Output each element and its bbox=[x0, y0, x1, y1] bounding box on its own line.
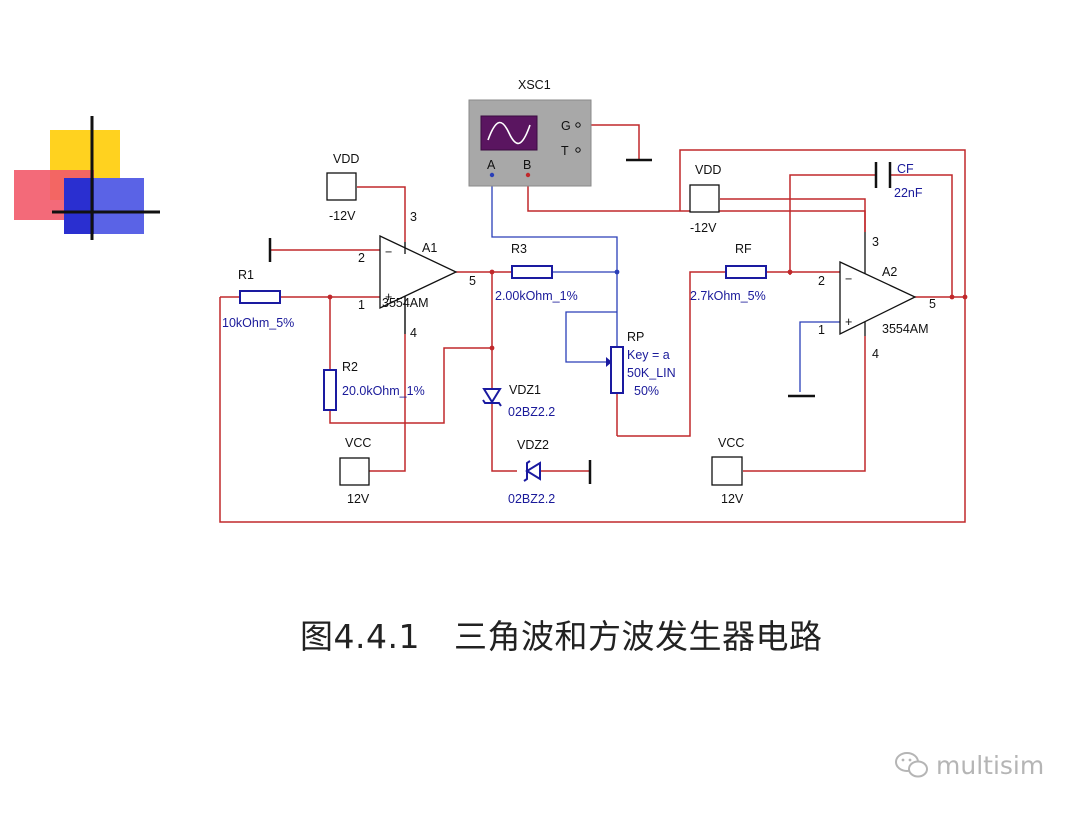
pin-label: 3 bbox=[872, 235, 879, 249]
pin-label: 2 bbox=[358, 251, 365, 265]
scope-pin-t: T bbox=[561, 144, 569, 158]
pin-label: 1 bbox=[358, 298, 365, 312]
supply-name: VCC bbox=[345, 436, 371, 450]
scope-pin-g: G bbox=[561, 119, 571, 133]
component-value: 50K_LIN bbox=[627, 366, 676, 380]
zener-vdz1[interactable]: VDZ1 02BZ2.2 bbox=[482, 383, 555, 419]
component-name: R2 bbox=[342, 360, 358, 374]
caption-title: 三角波和方波发生器电路 bbox=[453, 617, 823, 656]
resistor-r2[interactable]: R2 20.0kOhm_1% bbox=[323, 360, 425, 411]
opamp-name: A1 bbox=[422, 241, 437, 255]
pin-label: 2 bbox=[818, 274, 825, 288]
wires-red bbox=[219, 124, 966, 523]
supply-vdd-right[interactable]: VDD -12V bbox=[689, 163, 721, 235]
opamp-minus-sign: − bbox=[845, 272, 852, 286]
opamp-a2[interactable]: − + A2 3554AM 2 1 3 4 5 bbox=[818, 232, 936, 361]
sine-wave-icon bbox=[487, 121, 531, 145]
resistor-rf[interactable]: RF 2.7kOhm_5% bbox=[690, 242, 767, 303]
supply-value: -12V bbox=[329, 209, 356, 223]
resistor-r3[interactable]: R3 2.00kOhm_1% bbox=[495, 242, 578, 303]
ground-symbols bbox=[268, 158, 652, 484]
opamp-model: 3554AM bbox=[382, 296, 429, 310]
component-value: 22nF bbox=[894, 186, 923, 200]
component-value: 10kOhm_5% bbox=[222, 316, 294, 330]
junction-dots-blue bbox=[614, 269, 620, 275]
component-name: R3 bbox=[511, 242, 527, 256]
supply-name: VDD bbox=[333, 152, 359, 166]
component-value: 02BZ2.2 bbox=[508, 405, 555, 419]
component-name: RP bbox=[627, 330, 644, 344]
scope-pin-b: B bbox=[523, 158, 531, 172]
component-value: 2.7kOhm_5% bbox=[690, 289, 766, 303]
scope-name: XSC1 bbox=[518, 78, 551, 92]
opamp-name: A2 bbox=[882, 265, 897, 279]
zener-vdz2[interactable]: VDZ2 02BZ2.2 bbox=[508, 438, 555, 506]
oscilloscope[interactable]: XSC1 G T A B bbox=[468, 78, 592, 187]
component-name: CF bbox=[897, 162, 914, 176]
component-percent: 50% bbox=[634, 384, 659, 398]
pin-label: 1 bbox=[818, 323, 825, 337]
watermark: multisim bbox=[894, 750, 1044, 780]
opamp-a1[interactable]: − + A1 3554AM 2 1 3 4 5 bbox=[358, 210, 476, 340]
supply-value: 12V bbox=[721, 492, 744, 506]
wires-blue bbox=[491, 176, 840, 398]
opamp-plus-sign: + bbox=[845, 315, 852, 329]
component-value: 02BZ2.2 bbox=[508, 492, 555, 506]
figure-caption: 图4.4.1 三角波和方波发生器电路 bbox=[300, 610, 822, 658]
opamp-minus-sign: − bbox=[385, 245, 392, 259]
pin-label: 3 bbox=[410, 210, 417, 224]
pin-label: 4 bbox=[872, 347, 879, 361]
junction-dots bbox=[327, 269, 968, 351]
supply-vdd-left[interactable]: VDD -12V bbox=[326, 152, 359, 223]
slide-ornament bbox=[14, 116, 160, 240]
scope-t-terminal[interactable] bbox=[575, 147, 581, 153]
scope-a-terminal[interactable] bbox=[489, 172, 495, 178]
caption-figure-number: 图4.4.1 bbox=[300, 617, 420, 656]
chat-bubble-icon bbox=[895, 752, 928, 778]
resistor-r1[interactable]: R1 10kOhm_5% bbox=[222, 268, 294, 330]
opamp-model: 3554AM bbox=[882, 322, 929, 336]
component-name: RF bbox=[735, 242, 752, 256]
supply-vcc-left[interactable]: VCC 12V bbox=[339, 436, 371, 506]
potentiometer-rp[interactable]: RP Key = a 50K_LIN 50% bbox=[606, 330, 676, 398]
supply-value: -12V bbox=[690, 221, 717, 235]
supply-vcc-right[interactable]: VCC 12V bbox=[711, 436, 744, 506]
supply-value: 12V bbox=[347, 492, 370, 506]
component-key: Key = a bbox=[627, 348, 670, 362]
component-value: 2.00kOhm_1% bbox=[495, 289, 578, 303]
pin-label: 5 bbox=[929, 297, 936, 311]
watermark-text: multisim bbox=[936, 750, 1045, 780]
pin-label: 4 bbox=[410, 326, 417, 340]
supply-name: VCC bbox=[718, 436, 744, 450]
pin-label: 5 bbox=[469, 274, 476, 288]
opamp-plus-sign: + bbox=[385, 290, 392, 304]
supply-name: VDD bbox=[695, 163, 721, 177]
component-name: VDZ2 bbox=[517, 438, 549, 452]
capacitor-cf[interactable]: CF 22nF bbox=[874, 162, 923, 200]
scope-pin-a: A bbox=[487, 158, 496, 172]
scope-b-terminal[interactable] bbox=[525, 172, 531, 178]
scope-g-terminal[interactable] bbox=[575, 122, 581, 128]
component-value: 20.0kOhm_1% bbox=[342, 384, 425, 398]
component-name: VDZ1 bbox=[509, 383, 541, 397]
component-name: R1 bbox=[238, 268, 254, 282]
